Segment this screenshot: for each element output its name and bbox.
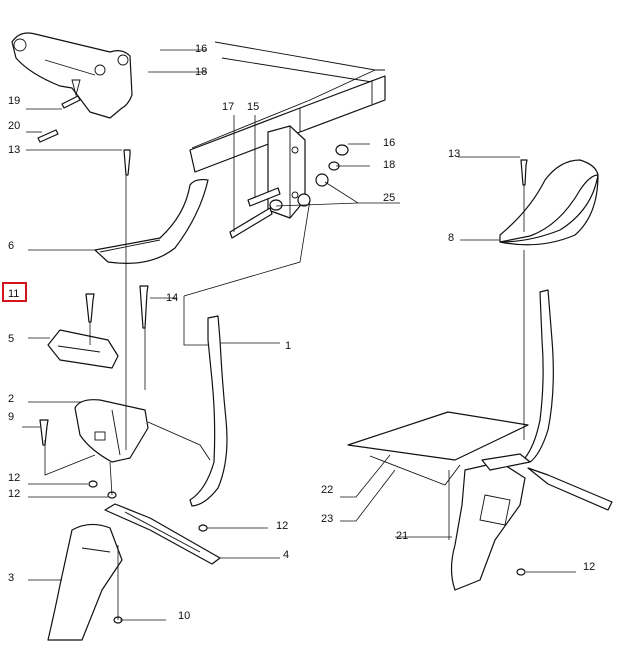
callout-2: 2 [8, 393, 14, 405]
point-part-3 [47, 523, 123, 641]
mount-bracket-part-2 [74, 399, 211, 463]
callout-19: 19 [8, 95, 20, 107]
callout-20: 20 [8, 120, 20, 132]
callout-16-mid: 16 [383, 137, 395, 149]
callout-15: 15 [247, 101, 259, 113]
callout-4: 4 [283, 549, 289, 561]
callout-12-c: 12 [276, 520, 288, 532]
blade-part-4 [104, 503, 221, 565]
callout-25: 25 [383, 192, 395, 204]
callout-9: 9 [8, 411, 14, 423]
shank-right [524, 289, 554, 463]
callout-17: 17 [222, 101, 234, 113]
callout-5: 5 [8, 333, 14, 345]
shovel-part-6 [94, 178, 209, 264]
callout-18-mid: 18 [383, 159, 395, 171]
deflector-plates [347, 411, 529, 486]
callout-6: 6 [8, 240, 14, 252]
callout-12-b: 12 [8, 488, 20, 500]
callout-21: 21 [396, 530, 408, 542]
callout-11: 11 [8, 288, 19, 300]
callout-18-top: 18 [195, 66, 207, 78]
plate-part-5 [47, 329, 119, 369]
left-connector-lines [44, 175, 311, 620]
callout-23: 23 [321, 513, 333, 525]
clamp-nuts [297, 144, 349, 207]
right-fasteners [448, 159, 528, 576]
shank-part-1 [189, 315, 228, 507]
hitch-bracket [11, 32, 133, 119]
callout-labels: 16 18 19 20 13 17 15 16 18 25 13 8 6 11 … [8, 43, 595, 622]
point-assembly-right [450, 453, 613, 591]
callout-3: 3 [8, 572, 14, 584]
callout-10: 10 [178, 610, 190, 622]
callout-16-top: 16 [195, 43, 207, 55]
callout-12-d: 12 [583, 561, 595, 573]
shovel-part-8 [499, 159, 599, 246]
callout-12-a: 12 [8, 472, 20, 484]
callout-13-left: 13 [8, 144, 20, 156]
callout-1: 1 [285, 340, 291, 352]
callout-14: 14 [166, 292, 178, 304]
callout-13-right: 13 [448, 148, 460, 160]
callout-leaders [22, 49, 576, 621]
callout-22: 22 [321, 484, 333, 496]
highlight-box [2, 282, 27, 302]
clamp-bolts [229, 187, 283, 239]
main-frame-beam [189, 41, 386, 173]
callout-8: 8 [448, 232, 454, 244]
